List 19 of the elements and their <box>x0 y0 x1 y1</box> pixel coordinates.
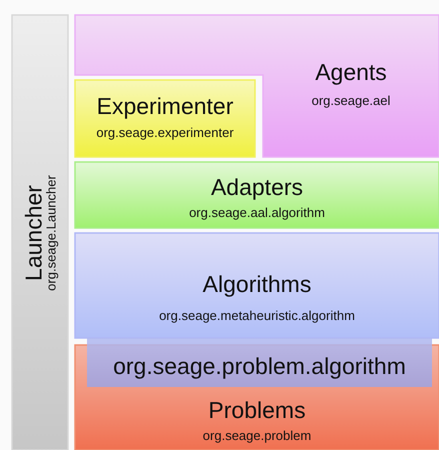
block-title: Experimenter <box>96 93 234 120</box>
experimenter-panel <box>75 80 255 157</box>
block-title: Agents <box>314 59 388 86</box>
launcher-bar <box>12 15 68 450</box>
shared-algorithm-band <box>87 338 432 387</box>
block-title: Launcher <box>22 184 44 280</box>
adapters-panel <box>75 162 439 228</box>
block-title: Algorithms <box>202 271 312 298</box>
package-name: org.seage.ael <box>310 93 392 108</box>
package-name: org.seage.experimenter <box>95 125 235 140</box>
agents-panel <box>75 15 439 157</box>
package-name: org.seage.Launcher <box>44 174 58 290</box>
package-name: org.seage.problem.algorithm <box>112 353 407 380</box>
package-name: org.seage.problem <box>202 428 312 443</box>
package-name: org.seage.aal.algorithm <box>188 205 326 220</box>
block-title: Adapters <box>210 174 304 201</box>
package-name: org.seage.metaheuristic.algorithm <box>158 308 356 323</box>
block-title: Problems <box>207 397 307 424</box>
algorithms-panel <box>75 233 439 338</box>
